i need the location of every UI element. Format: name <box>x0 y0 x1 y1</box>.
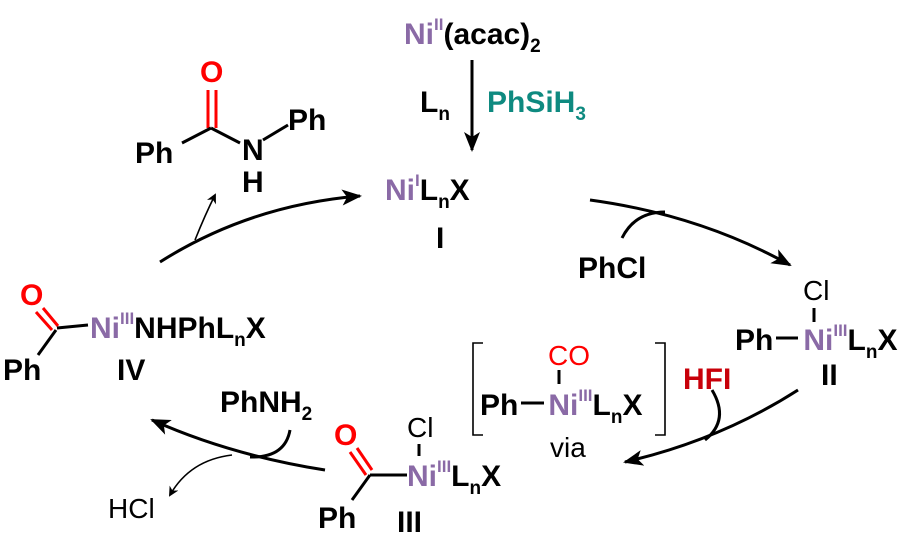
svg-text:III: III <box>397 506 422 539</box>
species-I-formula: NiILnX <box>385 171 470 213</box>
oxidative-addition-arrow <box>589 198 792 267</box>
hcl-release-arrow <box>169 454 233 497</box>
svg-text:H: H <box>242 166 264 199</box>
species-I-label: I <box>436 222 444 255</box>
svg-text:IV: IV <box>117 354 145 387</box>
species-II-cl: Cl <box>803 275 829 306</box>
hcl-byproduct: HCl <box>108 493 155 524</box>
svg-text:NiIIINHPhLnX: NiIIINHPhLnX <box>90 309 266 351</box>
via-label: via <box>550 432 586 463</box>
reductive-elimination-arrow <box>159 189 362 264</box>
ligand-reagent: Ln <box>420 86 450 125</box>
svg-text:NiIIILnX: NiIIILnX <box>407 457 501 499</box>
svg-text:O: O <box>200 56 223 89</box>
svg-text:Ph: Ph <box>318 502 356 535</box>
aniline-entry-curve <box>249 429 292 459</box>
aniline-reagent: PhNH2 <box>220 386 312 425</box>
species-IV: O NiIIINHPhLnX Ph IV <box>3 279 266 387</box>
hfi-reagent: HFI <box>683 363 731 396</box>
product-release-arrow <box>194 193 216 241</box>
phcl-entry-curve <box>620 210 666 239</box>
svg-text:O: O <box>20 279 43 312</box>
product-benzanilide: O Ph N H Ph <box>135 56 326 199</box>
aminolysis-arrow <box>150 418 326 472</box>
svg-text:N: N <box>242 134 264 167</box>
bracket-right <box>655 342 666 436</box>
co-insertion-arrow <box>623 388 799 466</box>
svg-text:Ph: Ph <box>3 354 41 387</box>
species-III: O Cl NiIIILnX Ph III <box>318 412 501 539</box>
svg-text:Cl: Cl <box>407 412 433 443</box>
species-II-label: II <box>821 359 838 392</box>
bracket-left <box>472 342 483 436</box>
svg-text:O: O <box>334 419 357 452</box>
silane-reagent: PhSiH3 <box>487 86 586 125</box>
intermediate-co: CO <box>548 340 590 371</box>
svg-text:Ph: Ph <box>288 104 326 137</box>
precursor-ni-acac2: NiII(acac)2 <box>404 15 541 57</box>
hfi-entry-curve <box>704 389 721 442</box>
svg-text:Ph: Ph <box>135 137 173 170</box>
phcl-reagent: PhCl <box>578 252 646 285</box>
